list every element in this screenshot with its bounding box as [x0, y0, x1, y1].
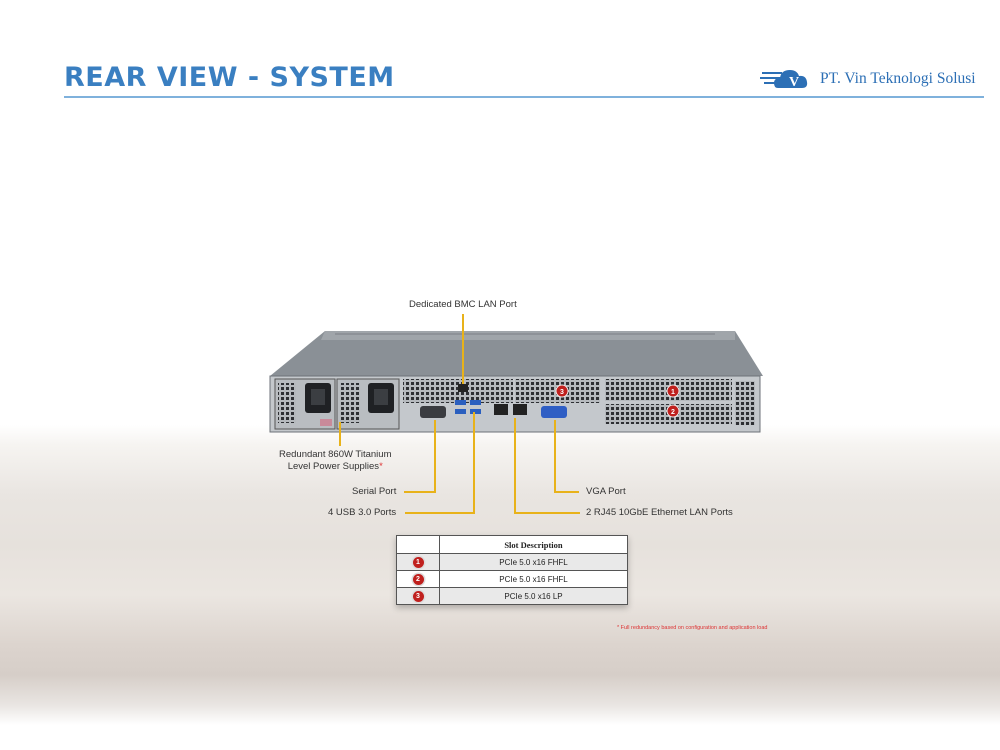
table-row: 3 PCIe 5.0 x16 LP [396, 587, 628, 605]
vga-callout-line-h [554, 491, 579, 493]
slide-title: REAR VIEW - SYSTEM [64, 62, 395, 93]
title-divider [64, 96, 984, 98]
cloud-logo-icon: V [760, 70, 808, 90]
psu-footnote-mark: * [379, 461, 383, 472]
psu-label: Redundant 860W Titanium Level Power Supp… [279, 449, 391, 473]
slot-badge: 1 [412, 556, 424, 568]
rj45-ports-label: 2 RJ45 10GbE Ethernet LAN Ports [586, 507, 733, 518]
table-row: 2 PCIe 5.0 x16 FHFL [396, 570, 628, 588]
rj45-callout-line-h [514, 512, 580, 514]
company-logo: V PT. Vin Teknologi Solusi [760, 62, 990, 94]
slot-badge: 2 [412, 573, 424, 585]
vga-callout-line-v [554, 420, 556, 492]
psu-label-line2: Level Power Supplies [287, 461, 380, 472]
company-name: PT. Vin Teknologi Solusi [820, 70, 976, 87]
usb-callout-line-h [405, 512, 475, 514]
slot-description-table: Slot Description 1 PCIe 5.0 x16 FHFL 2 P… [396, 535, 628, 605]
svg-text:3: 3 [560, 389, 564, 396]
slot-description-header: Slot Description [439, 535, 628, 554]
svg-text:2: 2 [671, 409, 675, 416]
svg-text:1: 1 [671, 389, 675, 396]
slot-description: PCIe 5.0 x16 LP [439, 587, 628, 605]
psu-label-line1: Redundant 860W Titanium [279, 449, 392, 460]
serial-port-label: Serial Port [352, 486, 397, 497]
vga-port-label: VGA Port [586, 486, 626, 497]
logo-glyph: V [789, 75, 799, 90]
bmc-callout-line [462, 314, 464, 384]
slot-number-header [396, 535, 440, 554]
slot-badge: 3 [412, 590, 424, 602]
table-header-row: Slot Description [396, 535, 628, 554]
rj45-callout-line-v [514, 418, 516, 513]
psu-callout-line [339, 422, 341, 446]
serial-callout-line-h [404, 491, 436, 493]
serial-callout-line-v [434, 420, 436, 492]
footnote: * Full redundancy based on configuration… [617, 625, 768, 631]
usb-ports-label: 4 USB 3.0 Ports [328, 507, 397, 518]
slot-description: PCIe 5.0 x16 FHFL [439, 553, 628, 571]
slot-description: PCIe 5.0 x16 FHFL [439, 570, 628, 588]
bmc-port-label: Dedicated BMC LAN Port [409, 299, 517, 310]
usb-callout-line-v [473, 412, 475, 513]
table-row: 1 PCIe 5.0 x16 FHFL [396, 553, 628, 571]
